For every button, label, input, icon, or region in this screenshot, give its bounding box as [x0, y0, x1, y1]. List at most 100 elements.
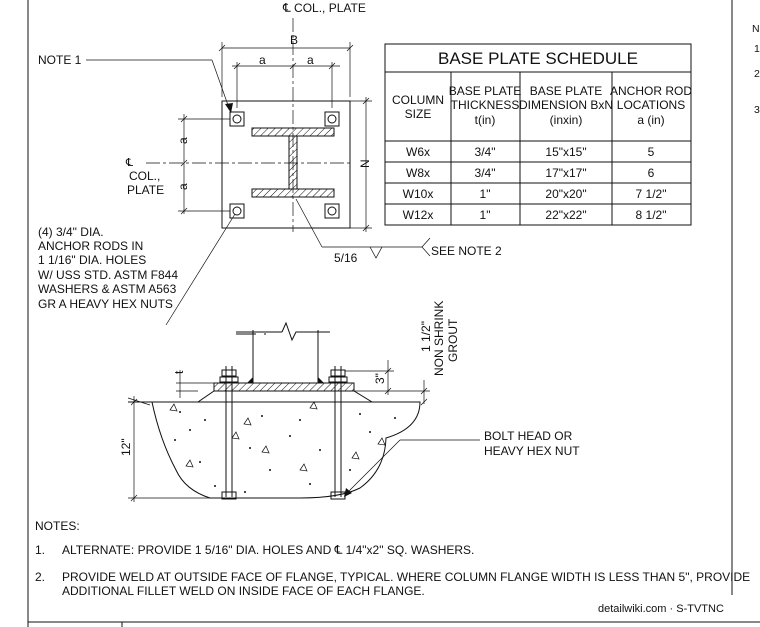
table-cell: W12x [403, 208, 434, 222]
anchor-rod-right [328, 366, 348, 500]
concrete-aggregate [169, 401, 386, 472]
cl-col-label: COL., [129, 169, 160, 183]
table-cell: W6x [406, 145, 430, 159]
table-cell: 20"x20" [545, 187, 586, 201]
anchor-hole [229, 203, 245, 219]
table-cell: 3/4" [475, 166, 496, 180]
schedule-border [384, 43, 692, 226]
anchor-note-line: (4) 3/4" DIA. [38, 225, 104, 239]
col-header: BASE PLATE [449, 84, 521, 98]
table-cell: 6 [648, 166, 655, 180]
concrete-footing [128, 401, 421, 499]
general-notes: NOTES: 1. ALTERNATE: PROVIDE 1 5/16" DIA… [35, 519, 750, 598]
note-text: PROVIDE WELD AT OUTSIDE FACE OF FLANGE, … [62, 570, 750, 584]
base-plate-schedule: BASE PLATE SCHEDULE COLUMN SIZE BASE PLA… [384, 43, 692, 226]
col-plate-centerline-label: ℄ COL., PLATE [282, 1, 366, 15]
weld-tail [421, 237, 431, 257]
anchor-note-line: WASHERS & ASTM A563 [38, 282, 177, 296]
tick [328, 62, 336, 70]
col-header: LOCATIONS [617, 98, 685, 112]
tick [180, 207, 188, 215]
leader-arrow [344, 488, 352, 497]
anchor-note-line: 1 1/16" DIA. HOLES [38, 253, 146, 267]
note-text: ALTERNATE: PROVIDE 1 5/16" DIA. HOLES AN… [62, 543, 474, 557]
edge-mark: N [752, 23, 760, 35]
table-cell: 1" [480, 187, 491, 201]
col-header: ANCHOR ROD [610, 84, 692, 98]
tick [233, 62, 241, 70]
bolt-head-label: HEAVY HEX NUT [484, 444, 580, 458]
table-cell: 22"x22" [545, 208, 586, 222]
fillet-weld-symbol [369, 246, 383, 259]
edge-mark: 1 [754, 43, 760, 55]
fillet-weld [318, 377, 324, 383]
dim-12-label: 12" [119, 438, 133, 456]
dim-n-label: N [358, 159, 372, 168]
anchor-rod-left [219, 366, 239, 500]
anchor-note-line: W/ USS STD. ASTM F844 [38, 268, 178, 282]
anchor-note-line: ANCHOR RODS IN [38, 239, 143, 253]
section-base-plate [213, 382, 355, 392]
table-cell: 7 1/2" [636, 187, 667, 201]
column-break-symbol [281, 321, 330, 342]
tick [362, 224, 370, 232]
grout-dim-label: 1 1/2" [419, 321, 433, 352]
leader-line [211, 59, 230, 109]
edge-mark: 3 [754, 104, 760, 116]
col-header: a (in) [637, 113, 664, 127]
edge-mark: 2 [754, 68, 760, 80]
anchor-hole [324, 111, 340, 127]
dim-a-label: a [259, 53, 266, 67]
watermark-text: detailwiki.com · S-TVTNC [598, 603, 724, 615]
grout-label: GROUT [446, 318, 460, 362]
dim-3-label: 3" [373, 373, 387, 384]
weld-size-label: 5/16 [334, 251, 358, 265]
base-plate [221, 100, 351, 229]
table-cell: 8 1/2" [636, 208, 667, 222]
dim-a-label: a [307, 53, 314, 67]
table-cell: W10x [403, 187, 434, 201]
dim-a-label: a [176, 137, 190, 144]
note-text: ADDITIONAL FILLET WELD ON INSIDE FACE OF… [62, 584, 425, 598]
col-header: BASE PLATE [530, 84, 602, 98]
concrete-stipple [174, 411, 396, 493]
non-shrink-grout [196, 390, 374, 403]
tick [218, 44, 226, 52]
bolt-head-label: BOLT HEAD OR [484, 429, 573, 443]
col-header: SIZE [405, 107, 432, 121]
schedule-title: BASE PLATE SCHEDULE [438, 49, 638, 68]
see-note2-label: SEE NOTE 2 [431, 244, 502, 258]
col-header: COLUMN [392, 93, 444, 107]
leader-line [165, 213, 236, 326]
dim-t-label: t [172, 370, 186, 374]
anchor-hole [229, 111, 245, 127]
leader-line [346, 439, 401, 494]
table-cell: 5 [648, 145, 655, 159]
leader-arrow [225, 103, 233, 113]
tick [180, 159, 188, 167]
tick [289, 62, 297, 70]
section-view: 1 1/2" NON SHRINK GROUT t 3" 12" BOLT HE… [119, 301, 580, 502]
leader-line [295, 198, 323, 248]
note-number: 1. [35, 543, 45, 557]
tick [362, 97, 370, 105]
tick [346, 44, 354, 52]
plan-view: ℄ COL., PLATE B a a [38, 1, 502, 326]
table-cell: W8x [406, 166, 430, 180]
col-header: THICKNESS [451, 98, 520, 112]
anchor-note-line: GR A HEAVY HEX NUTS [38, 297, 173, 311]
cl-symbol: ℄ [125, 157, 133, 169]
tick [180, 115, 188, 123]
column-top-flange [251, 127, 335, 137]
table-cell: 17"x17" [545, 166, 586, 180]
fillet-weld [247, 377, 253, 383]
table-cell: 1" [480, 208, 491, 222]
cl-plate-label: PLATE [127, 183, 164, 197]
column-bottom-flange [251, 188, 335, 198]
table-cell: 15"x15" [545, 145, 586, 159]
col-header: t(in) [475, 113, 496, 127]
col-header: DIMENSION BxN [519, 98, 613, 112]
note-number: 2. [35, 570, 45, 584]
notes-heading: NOTES: [35, 519, 80, 533]
